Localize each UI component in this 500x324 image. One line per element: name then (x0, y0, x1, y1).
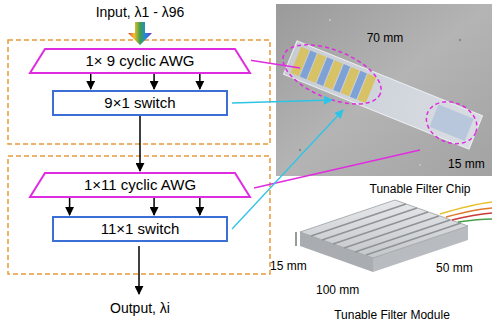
dimension-label: 100 mm (316, 283, 359, 297)
fin (344, 216, 439, 248)
node-text: 11×1 switch (101, 220, 180, 238)
photo-caption: Tunable Filter Chip (370, 182, 471, 196)
chip (275, 33, 485, 155)
dimension-label: 15 mm (270, 256, 307, 274)
signal-arrow (199, 198, 201, 215)
signal-arrow (139, 116, 141, 171)
signal-arrow (90, 74, 92, 89)
dimension-label: 100 mm (316, 280, 359, 298)
leader-line (232, 110, 343, 229)
fin (355, 220, 450, 252)
dimension-label: 50 mm (436, 261, 473, 275)
signal-arrow (69, 198, 71, 215)
dimension-label: 50 mm (436, 258, 473, 276)
dimension-label: 70 mm (367, 31, 404, 45)
awg-pattern (429, 104, 473, 140)
switch-box: 9×1 switch (52, 90, 228, 116)
output-arrow (138, 246, 140, 294)
switch-box: 11×1 switch (52, 216, 228, 242)
dimension-label: 15 mm (270, 259, 307, 273)
node-text: 9×1 switch (104, 94, 175, 112)
heat-sink-fins (311, 204, 461, 255)
dimension-label: 70 mm (367, 28, 404, 46)
trapezoid-outline (30, 49, 250, 73)
dimension-line (296, 232, 297, 246)
photo-speckle (459, 39, 461, 41)
signal-arrow (153, 74, 155, 89)
input-label: Input, λ1 - λ96 (96, 3, 185, 21)
highlight-ellipse (275, 33, 389, 116)
photo-speckle (299, 149, 301, 151)
photo-caption: Tunable Filter Module (334, 305, 450, 323)
input-label: Input, λ1 - λ96 (96, 4, 185, 20)
photo-caption: Tunable Filter Chip (370, 179, 471, 197)
output-label: Output, λi (110, 300, 170, 316)
photo-speckle (329, 19, 331, 21)
awg-trapezoid: 1×11 cyclic AWG (29, 172, 251, 198)
fiber (458, 219, 492, 222)
module-top (300, 200, 468, 258)
node-text: 1×11 cyclic AWG (84, 176, 196, 194)
leader-line (232, 100, 332, 103)
input-arrow (128, 22, 152, 45)
chip-body (284, 41, 483, 149)
photo-speckle (419, 164, 421, 166)
signal-arrow (199, 74, 201, 89)
highlight-ellipse (420, 94, 483, 151)
signal-arrow (153, 198, 155, 215)
node-text: 1× 9 cyclic AWG (85, 52, 194, 70)
fin (366, 223, 461, 255)
dashed-group (8, 40, 270, 144)
awg-pattern (357, 74, 376, 103)
trapezoid-outline (30, 173, 250, 197)
dimension-label: 15 mm (448, 154, 485, 172)
photo-caption: Tunable Filter Module (334, 308, 450, 322)
fibers (440, 202, 492, 222)
dimension-label: 15 mm (448, 157, 485, 171)
output-label: Output, λi (110, 299, 170, 317)
awg-trapezoid: 1× 9 cyclic AWG (29, 48, 251, 74)
